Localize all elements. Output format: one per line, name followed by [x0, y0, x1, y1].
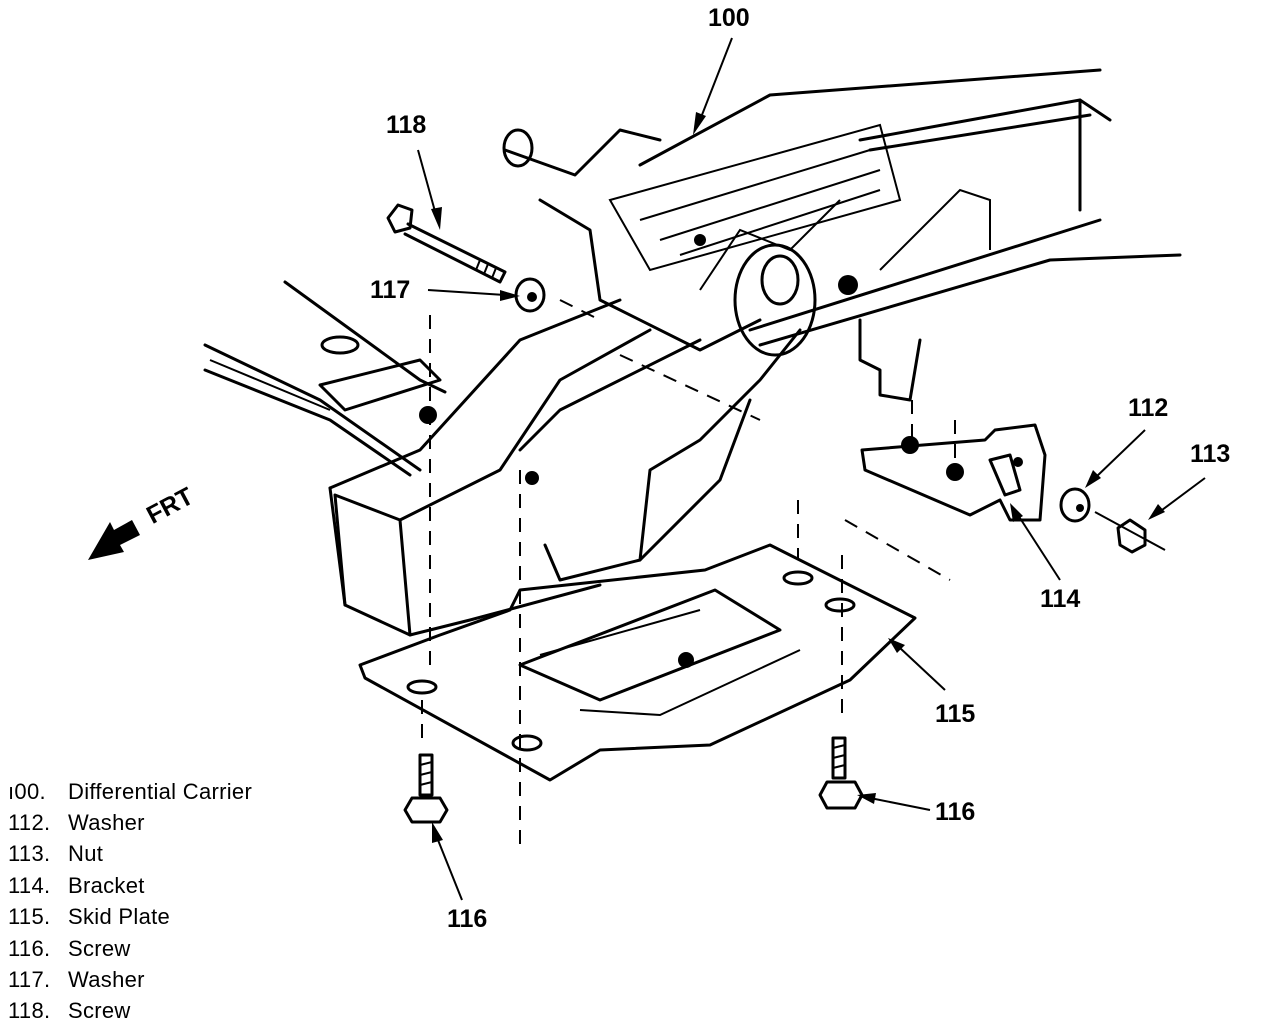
legend-number: ı00.: [8, 778, 46, 804]
legend-item: 115. Skid Plate: [8, 902, 252, 933]
legend-number: 114.: [8, 872, 51, 898]
callout-115: 115: [935, 700, 976, 728]
callout-113: 113: [1190, 440, 1231, 468]
legend-number: 117.: [8, 967, 51, 993]
legend-text: Washer: [68, 810, 145, 836]
alignment-lines: [421, 299, 956, 845]
parts-legend: ı00. Differential Carrier 112. Washer 113.…: [8, 776, 252, 1027]
legend-text: Washer: [68, 967, 145, 993]
legend-text: Nut: [68, 841, 104, 867]
nut-113: [1094, 511, 1166, 554]
washer-112: [1059, 487, 1091, 523]
left-frame-rail: [203, 280, 447, 477]
weld-nuts: [419, 406, 964, 485]
legend-item: 112. Washer: [8, 807, 252, 838]
legend-text: Skid Plate: [68, 904, 171, 930]
legend-item: 113. Nut: [8, 839, 252, 870]
callout-116-left: 116: [447, 905, 488, 933]
callout-116-right: 116: [935, 798, 976, 826]
callout-112: 112: [1128, 394, 1169, 422]
skid-plate: [358, 543, 917, 782]
legend-number: 115.: [8, 904, 51, 930]
legend-item: ı00. Differential Carrier: [8, 776, 252, 807]
legend-number: 118.: [8, 998, 51, 1024]
screw-116-right: [818, 736, 864, 810]
legend-number: 112.: [8, 810, 51, 836]
legend-item: 118. Screw: [8, 996, 252, 1027]
washer-117: [514, 277, 546, 313]
callout-100: 100: [708, 4, 750, 32]
legend-text: Differential Carrier: [68, 778, 253, 804]
bracket: [860, 423, 1047, 522]
leader-lines: [417, 37, 1206, 901]
screw-116-left: [403, 753, 449, 824]
legend-text: Screw: [68, 935, 131, 961]
legend-text: Bracket: [68, 872, 145, 898]
legend-number: 116.: [8, 935, 51, 961]
callout-117: 117: [370, 276, 411, 304]
legend-number: 113.: [8, 841, 51, 867]
callout-118: 118: [386, 111, 427, 139]
differential-carrier: [502, 123, 991, 357]
legend-item: 116. Screw: [8, 933, 252, 964]
legend-text: Screw: [68, 998, 131, 1024]
right-frame-rail: [638, 68, 1182, 402]
crossmember: [328, 298, 802, 637]
legend-item: 114. Bracket: [8, 870, 252, 901]
legend-item: 117. Washer: [8, 964, 252, 995]
callout-114: 114: [1040, 585, 1081, 613]
screw-118: [386, 203, 507, 284]
front-arrow-icon: [88, 520, 140, 560]
